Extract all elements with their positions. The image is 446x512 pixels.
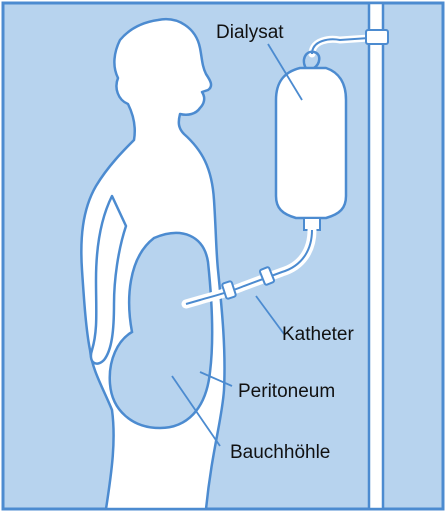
pole-clamp bbox=[366, 30, 388, 44]
dialysate-bag bbox=[276, 68, 346, 218]
label-katheter: Katheter bbox=[282, 324, 354, 345]
iv-pole bbox=[369, 3, 383, 509]
label-dialysat: Dialysat bbox=[216, 22, 284, 43]
label-bauchhoehle: Bauchhöhle bbox=[230, 442, 330, 463]
label-peritoneum: Peritoneum bbox=[238, 381, 335, 402]
